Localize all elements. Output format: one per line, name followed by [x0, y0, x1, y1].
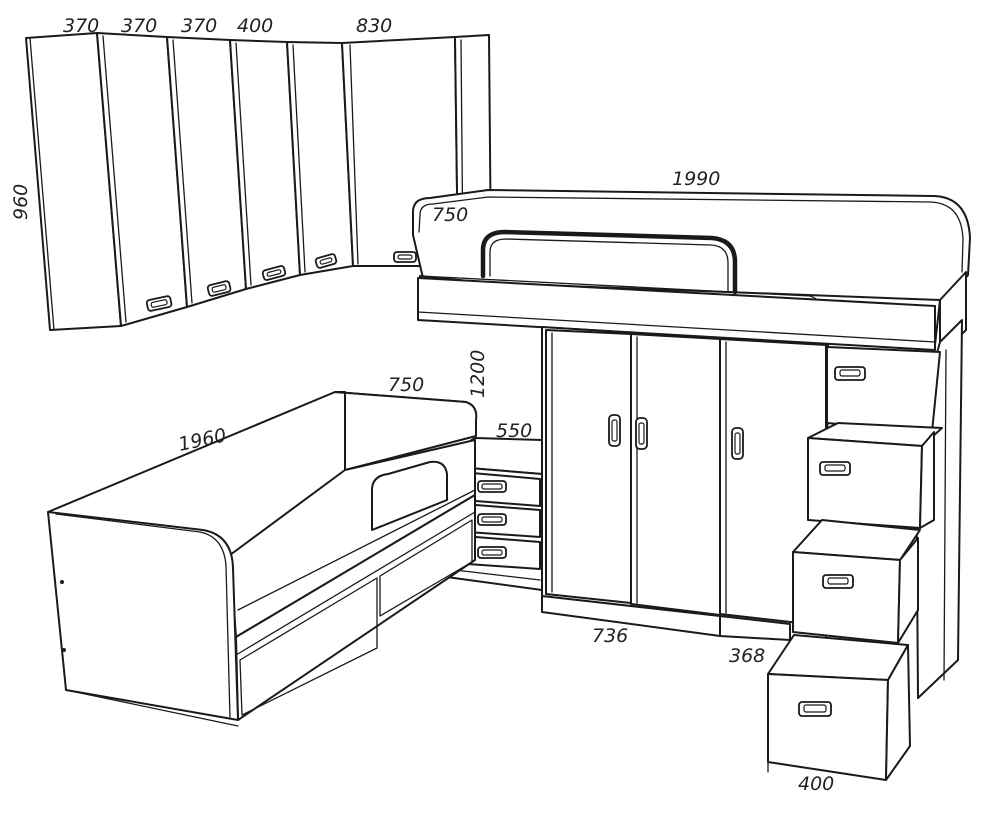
dim-wardrobe-width: 736 [592, 625, 628, 647]
loft-bed-safety-rail [480, 229, 738, 295]
wardrobe [541, 326, 829, 644]
wardrobe-door-middle [630, 333, 721, 616]
sofa-drawer-2 [379, 519, 473, 617]
dim-loft-bed-depth: 750 [432, 204, 468, 226]
stair-drawers [767, 346, 943, 781]
wall-cabinet-door-4 [286, 41, 354, 276]
stair-step-1 [826, 346, 941, 433]
dim-wall-cabinet-3-width: 370 [181, 15, 217, 37]
dim-wall-cabinet-4-width: 400 [237, 15, 273, 37]
dim-chest-width: 550 [496, 420, 532, 442]
dim-stairs-width: 400 [798, 773, 834, 795]
dim-loft-bed-length: 1990 [672, 168, 720, 190]
stair-step-3 [792, 519, 921, 644]
dim-wall-cabinet-2-width: 370 [121, 15, 157, 37]
wall-cabinet-door-1 [96, 32, 188, 327]
dim-wall-cabinet-1-width: 370 [63, 15, 99, 37]
dim-wall-cabinet-height: 960 [10, 184, 32, 220]
loft-bed [412, 189, 971, 699]
dim-corner-cabinet-width: 830 [356, 15, 392, 37]
sofa-drawer-1 [239, 577, 378, 716]
stair-step-2 [807, 422, 943, 529]
dim-wardrobe-narrow-width: 368 [729, 645, 765, 667]
wardrobe-door-left [545, 329, 632, 604]
sofa-bed [47, 391, 478, 727]
dim-sofa-bed-depth: 750 [388, 374, 424, 396]
dim-loft-height: 1200 [467, 350, 489, 398]
dimension-labels: 370 370 370 400 830 960 1990 750 1960 75… [10, 15, 834, 795]
